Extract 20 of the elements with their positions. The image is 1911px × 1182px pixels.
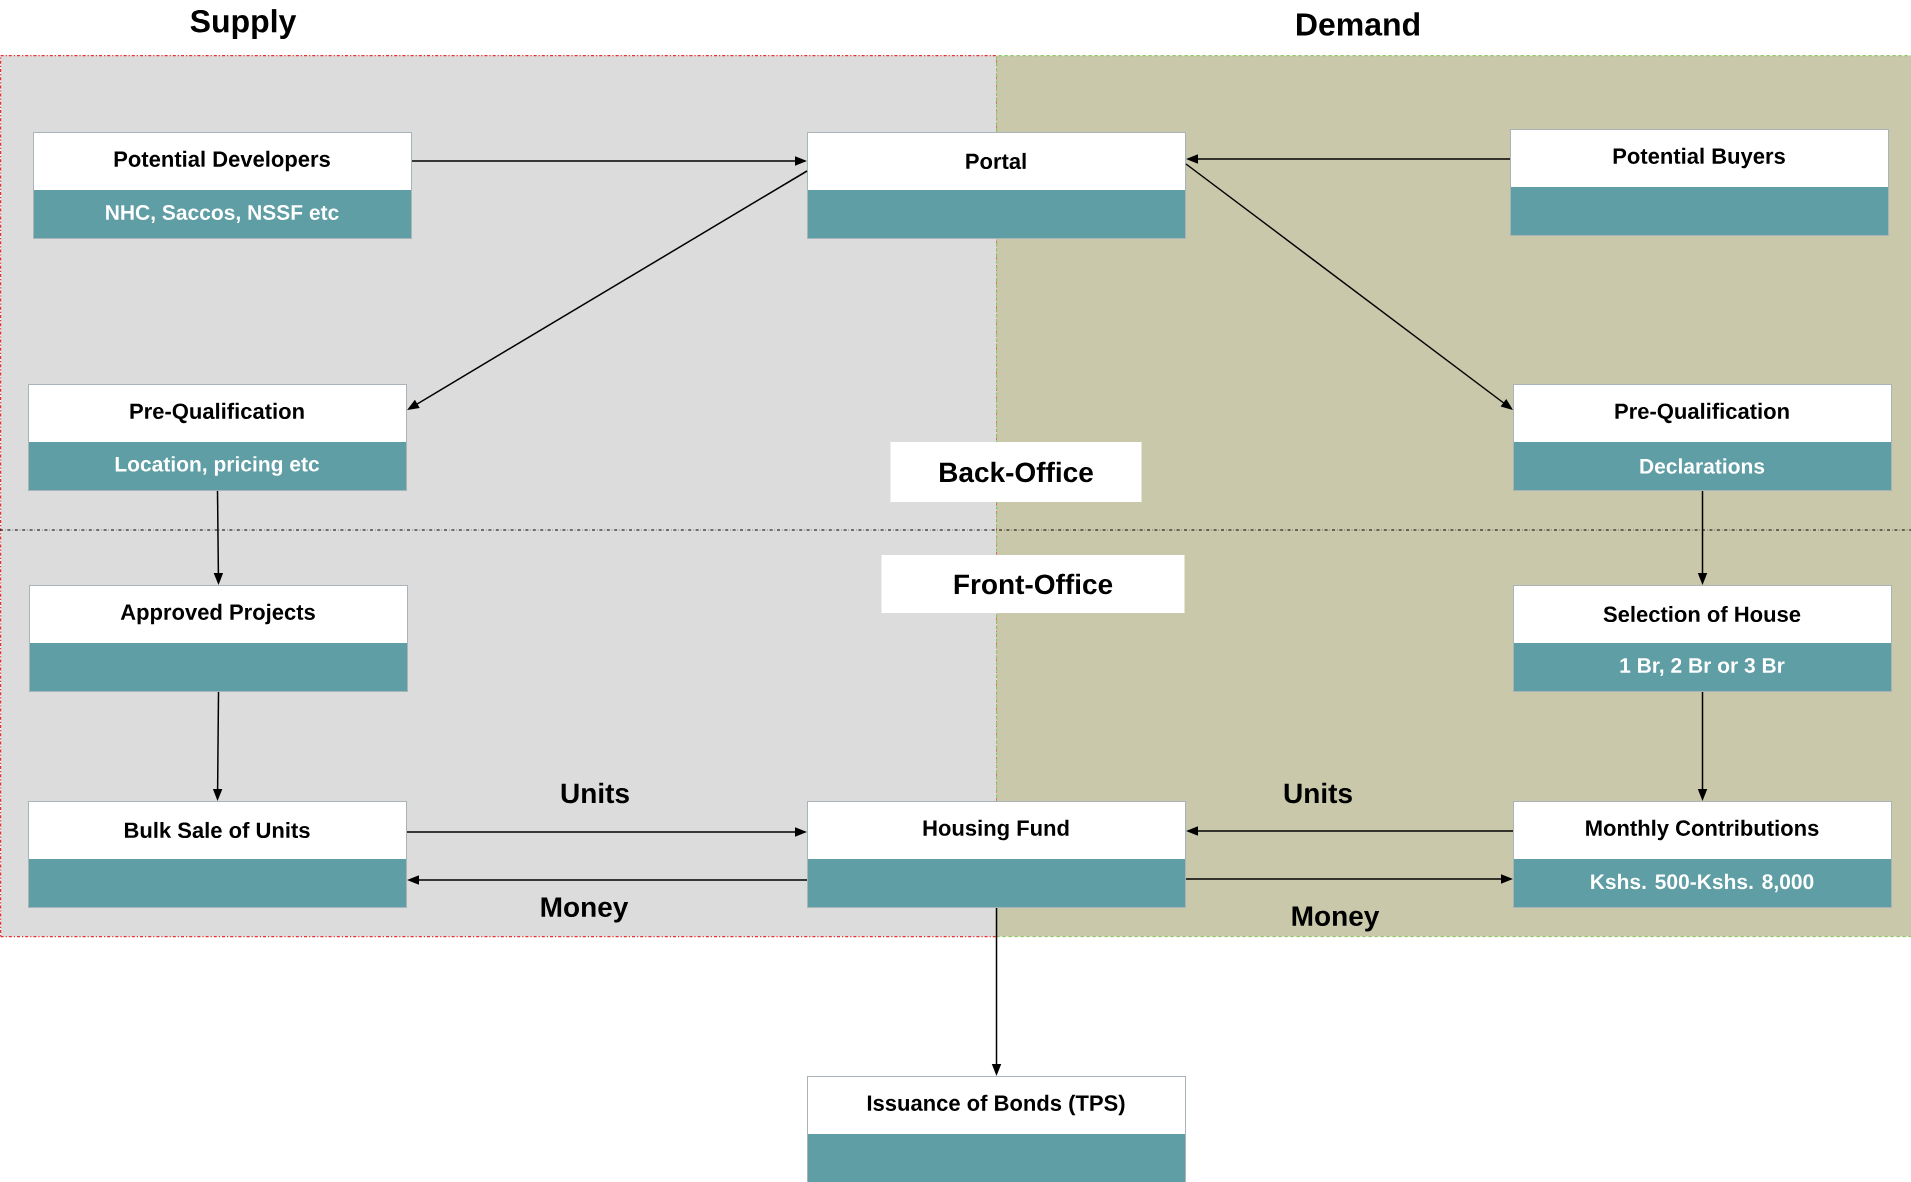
process-box: Portal [807, 132, 1186, 239]
node-label: Supply [190, 9, 297, 39]
edge-label: Money [1292, 906, 1380, 932]
process-box: Pre-Qualification Declarations [1513, 384, 1892, 491]
arrow [1185, 163, 1513, 410]
process-box: Bulk Sale of Units [28, 801, 407, 908]
process-box: Monthly Contributions Kshs. 500-Kshs. 8,000 [1513, 801, 1892, 908]
process-box: Pre-Qualification Location, pricing etc [28, 384, 407, 491]
node-label: Demand [1297, 12, 1420, 36]
process-box: Issuance of Bonds (TPS) [807, 1076, 1186, 1182]
process-box: Approved Projects [29, 585, 408, 692]
section-label: Back-Office [890, 442, 1142, 502]
process-box: Potential Developers NHC, Saccos, NSSF etc [33, 132, 412, 239]
edge-label: Units [1284, 782, 1352, 804]
process-box: Housing Fund [807, 801, 1186, 908]
section-label: Front-Office [881, 555, 1185, 613]
process-box: Selection of House 1 Br, 2 Br or 3 Br [1513, 585, 1892, 692]
process-box: Potential Buyers [1510, 129, 1889, 236]
edge-label: Money [541, 897, 629, 923]
edge-label: Units [561, 782, 629, 804]
